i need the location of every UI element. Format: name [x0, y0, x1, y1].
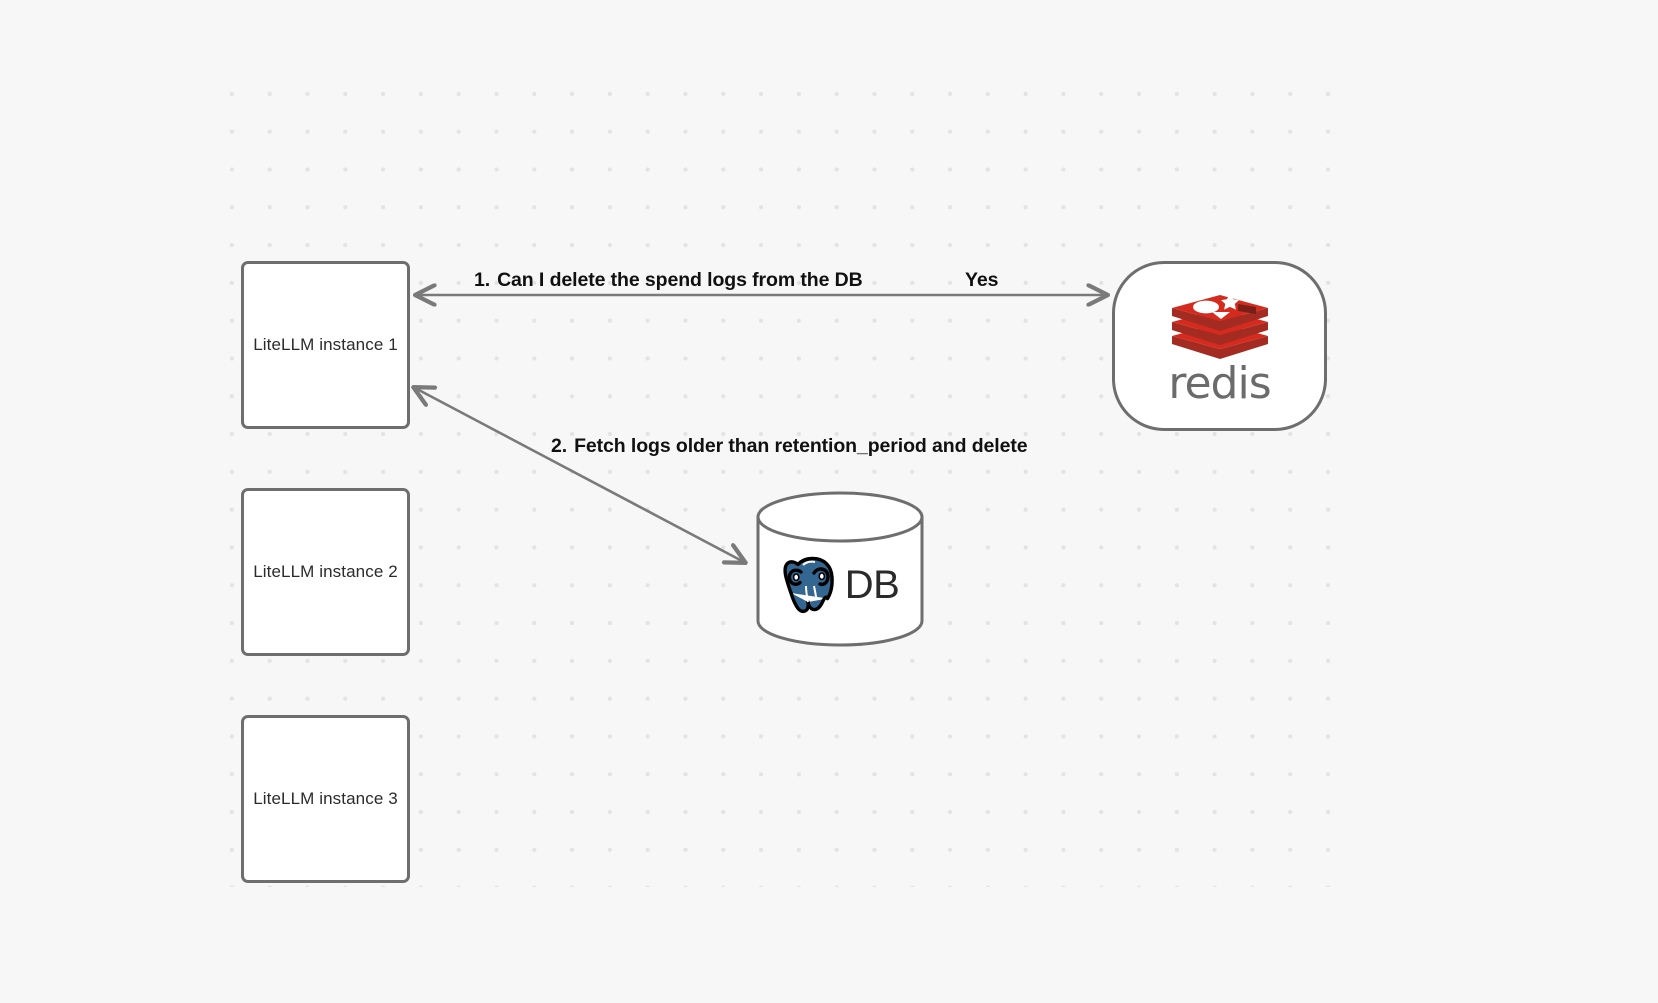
node-litellm-instance-1-label: LiteLLM instance 1 — [253, 335, 398, 354]
cylinder-shape — [756, 491, 924, 647]
database-label: DB — [844, 562, 900, 607]
edge-label-1-text: Can I delete the spend logs from the DB — [497, 269, 863, 291]
postgresql-elephant-icon — [783, 556, 834, 614]
redis-wordmark: redis — [1168, 358, 1271, 410]
edge-litellm1-db — [415, 388, 744, 562]
edge-label-2-text: Fetch logs older than retention_period a… — [574, 435, 1028, 457]
database-label-group: DB — [755, 542, 925, 628]
redis-logo-icon — [1171, 294, 1268, 360]
edge-label-1: 1. Can I delete the spend logs from the D… — [474, 269, 863, 292]
node-litellm-instance-3-label: LiteLLM instance 3 — [253, 789, 398, 808]
node-litellm-instance-3[interactable]: LiteLLM instance 3 — [241, 715, 410, 883]
edge-label-1-number: 1. — [474, 269, 491, 291]
edge-label-2-number: 2. — [551, 435, 568, 457]
edge-label-2: 2. Fetch logs older than retention_period… — [551, 435, 1028, 458]
node-redis[interactable]: redis — [1112, 261, 1327, 431]
node-database[interactable]: DB — [755, 490, 925, 648]
edge-label-1-reply: Yes — [965, 269, 999, 291]
node-litellm-instance-2[interactable]: LiteLLM instance 2 — [241, 488, 410, 656]
node-litellm-instance-2-label: LiteLLM instance 2 — [253, 562, 398, 581]
node-litellm-instance-1[interactable]: LiteLLM instance 1 — [241, 261, 410, 429]
